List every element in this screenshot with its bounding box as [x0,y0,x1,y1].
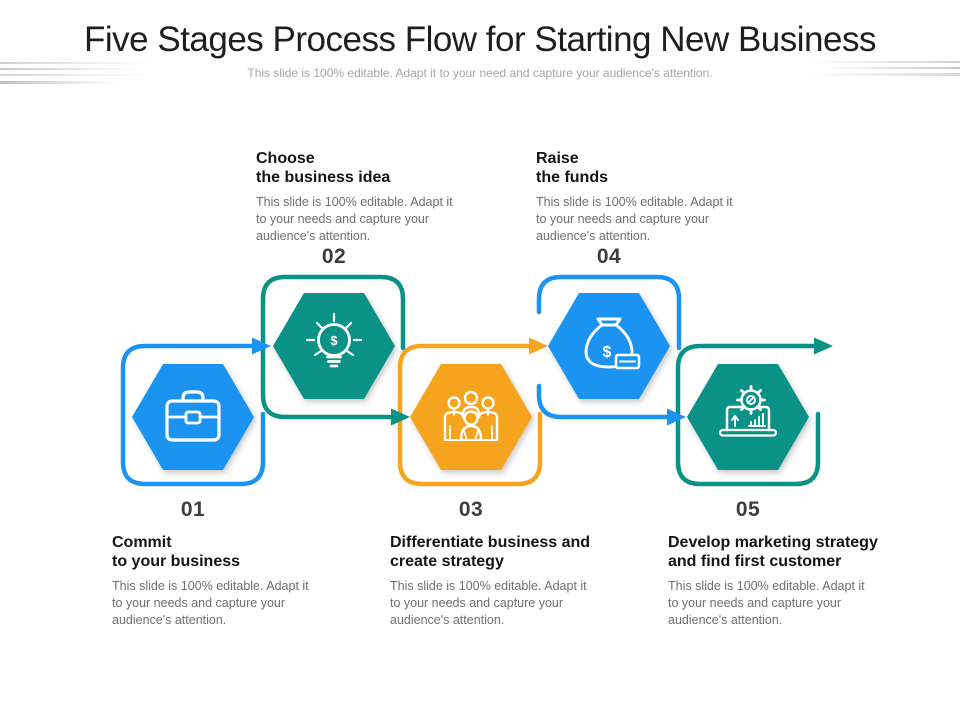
stage-2-description: This slide is 100% editable. Adapt it to… [256,195,453,243]
marketing-laptop-icon [718,385,778,437]
team-icon [443,390,499,442]
slide-subtitle: This slide is 100% editable. Adapt it to… [247,66,713,80]
stage-5-description: This slide is 100% editable. Adapt it to… [668,579,865,627]
arrow-stage2-to-stage3 [391,408,410,426]
stage-5-connector [675,343,821,487]
decorative-stripe [0,81,118,84]
stage-3-number: 03 [458,498,484,521]
decorative-stripe [0,68,140,70]
arrow-stage4-to-stage5 [667,408,686,426]
stage-1-label: Commit to your business This slide is 10… [112,534,334,629]
slide-title: Five Stages Process Flow for Starting Ne… [84,20,876,59]
stage-5-heading: Develop marketing strategy and find firs… [668,534,878,570]
svg-text:$: $ [330,333,338,348]
stage-1-heading: Commit to your business [112,534,241,570]
briefcase-icon [165,390,221,442]
stage-1-description: This slide is 100% editable. Adapt it to… [112,579,309,627]
stage-4-number: 04 [596,245,622,268]
stage-4-connector [536,274,682,420]
stage-2-heading: Choose the business idea [256,150,391,186]
stage-4-label: Raise the funds This slide is 100% edita… [536,150,758,245]
stage-1-number: 01 [180,498,206,521]
arrow-stage3-to-stage4 [529,337,548,355]
stage-2-connector [260,274,406,420]
decorative-stripe [810,73,960,76]
arrow-stage5-out [814,337,833,355]
stage-5-hexagon [687,364,809,470]
stage-3-heading: Differentiate business and create strate… [390,534,591,570]
stage-3-description: This slide is 100% editable. Adapt it to… [390,579,587,627]
stage-5-number: 05 [735,498,761,521]
stage-2-number: 02 [321,245,347,268]
stage-5-label: Develop marketing strategy and find firs… [668,534,890,629]
stage-3-label: Differentiate business and create strate… [390,534,612,629]
decorative-stripe [828,67,960,69]
arrow-stage1-to-stage2 [252,337,271,355]
stage-3-hexagon [410,364,532,470]
decorative-stripe [810,61,960,63]
stage-4-hexagon [548,293,670,399]
svg-text:$: $ [603,344,612,361]
stage-4-heading: Raise the funds [536,150,608,186]
decorative-stripe [0,62,150,64]
decorative-stripe [0,74,150,76]
money-bag-icon: $ [584,317,641,370]
stage-2-hexagon [273,293,395,399]
stage-3-connector [397,343,543,487]
stage-4-description: This slide is 100% editable. Adapt it to… [536,195,733,243]
stage-2-label: Choose the business idea This slide is 1… [256,150,478,245]
lightbulb-dollar-icon: $ [305,312,363,368]
stage-1-connector [120,343,266,487]
